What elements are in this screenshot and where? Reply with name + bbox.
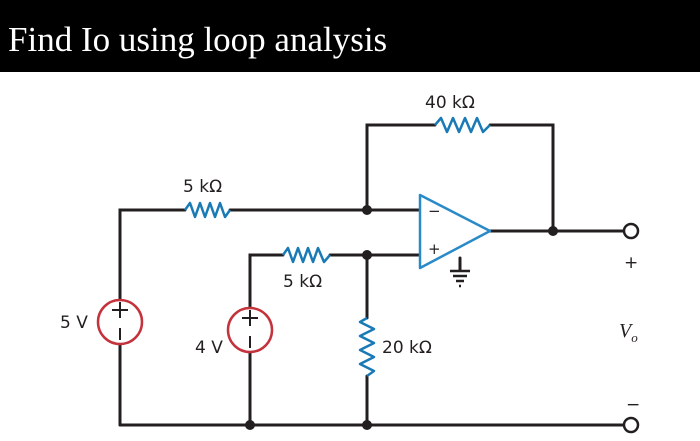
output-terminal-top — [622, 222, 640, 240]
circuit-svg: − + 40 kΩ 5 kΩ 5 kΩ 20 kΩ 5 V 4 V + Vo − — [60, 93, 640, 434]
wire-feedback-left — [365, 123, 437, 212]
label-src-mid: 4 V — [195, 338, 223, 358]
resistor-20k — [358, 316, 376, 378]
wires — [118, 123, 626, 427]
wire-feedback-right — [488, 123, 555, 233]
resistor-5k-top — [183, 201, 232, 219]
junction-dot — [245, 420, 255, 430]
source-circle — [96, 298, 144, 346]
wire-top-left — [118, 208, 187, 324]
resistor-40k — [434, 116, 491, 134]
resistor-5k-mid — [281, 246, 331, 264]
op-amp-noninverting-sign: + — [428, 240, 441, 258]
junctions — [245, 205, 558, 430]
junction-dot — [362, 205, 372, 215]
op-amp: − + — [418, 193, 492, 270]
label-src-left: 5 V — [60, 313, 88, 333]
output-terminal-bottom — [622, 416, 640, 434]
page-title: Find Io using loop analysis — [8, 20, 388, 59]
voltage-source-5v — [96, 298, 144, 346]
output-voltage-label: Vo — [619, 320, 638, 345]
wire-mid-left — [248, 253, 285, 332]
junction-dot — [362, 250, 372, 260]
junction-dot — [362, 420, 372, 430]
junction-dot — [548, 226, 558, 236]
label-r-shunt: 20 kΩ — [382, 338, 432, 358]
op-amp-triangle — [418, 193, 492, 270]
ground-icon — [450, 269, 470, 288]
label-r-feedback: 40 kΩ — [425, 93, 475, 113]
output-minus-sign: − — [626, 395, 640, 415]
label-r-top-left: 5 kΩ — [183, 177, 222, 197]
source-circle — [226, 306, 274, 354]
voltage-source-4v — [226, 306, 274, 354]
circuit-diagram: − + 40 kΩ 5 kΩ 5 kΩ 20 kΩ 5 V 4 V + Vo − — [0, 72, 700, 441]
op-amp-inverting-sign: − — [428, 202, 441, 220]
label-r-mid: 5 kΩ — [283, 272, 322, 292]
output-plus-sign: + — [624, 253, 638, 273]
title-bar: Find Io using loop analysis — [0, 0, 700, 72]
